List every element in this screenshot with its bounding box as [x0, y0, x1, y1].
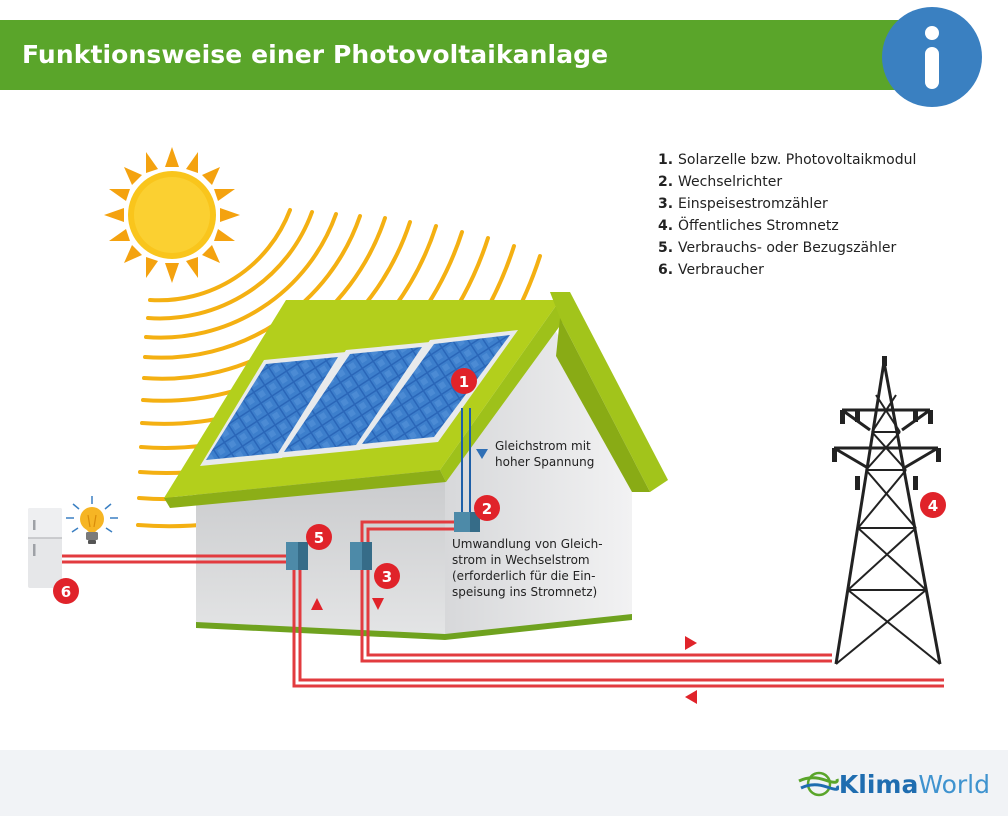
arrow-left-icon: [685, 690, 697, 704]
footer: [0, 750, 1008, 816]
page-title: Funktionsweise einer Photovoltaikanlage: [22, 40, 609, 69]
marker-label: 4: [928, 497, 938, 515]
legend-item: 5.Verbrauchs- oder Bezugszähler: [658, 237, 916, 259]
legend-label: Verbraucher: [678, 262, 764, 278]
legend-number: 2.: [658, 174, 674, 190]
legend-number: 5.: [658, 240, 674, 256]
brand-name-part1: Klima: [838, 769, 919, 799]
legend-label: Wechselrichter: [678, 174, 783, 190]
title-bar: [0, 20, 940, 90]
legend-label: Einspeisestromzähler: [678, 196, 828, 212]
marker-label: 5: [314, 529, 324, 547]
feed-in-meter: [350, 542, 372, 570]
arrow-down-icon: [372, 598, 384, 610]
legend-item: 1.Solarzelle bzw. Photovoltaikmodul: [658, 149, 916, 171]
inverter-box: [454, 512, 480, 532]
marker-label: 3: [382, 568, 392, 586]
marker-label: 1: [459, 373, 469, 391]
marker-label: 6: [61, 583, 71, 601]
globe-wave-icon: [798, 771, 839, 797]
power-pylon-icon: [832, 356, 942, 665]
legend-item: 3.Einspeisestromzähler: [658, 193, 916, 215]
marker-3: [374, 563, 400, 589]
legend-label: Öffentliches Stromnetz: [678, 218, 839, 234]
dc-arrow-icon: [476, 449, 488, 459]
light-bulb-icon: [66, 496, 118, 544]
solar-panel: [200, 352, 346, 466]
legend: 1.Solarzelle bzw. Photovoltaikmodul 2.We…: [658, 149, 916, 281]
legend-item: 4.Öffentliches Stromnetz: [658, 215, 916, 237]
legend-item: 2.Wechselrichter: [658, 171, 916, 193]
brand-name-part2: World: [918, 769, 990, 799]
power-lines: [62, 520, 944, 688]
info-icon: [882, 7, 982, 107]
fridge-icon: [28, 508, 62, 588]
marker-5: [306, 524, 332, 550]
marker-4: [920, 492, 946, 518]
legend-number: 4.: [658, 218, 674, 234]
marker-label: 2: [482, 500, 492, 518]
pv-diagram: 1 2 3 4 5 6: [28, 147, 946, 704]
arrow-up-icon: [311, 598, 323, 610]
marker-2: [474, 495, 500, 521]
legend-item: 6.Verbraucher: [658, 259, 916, 281]
legend-label: Solarzelle bzw. Photovoltaikmodul: [678, 152, 917, 168]
legend-number: 6.: [658, 262, 674, 278]
dc-cable: [461, 408, 471, 514]
sun-icon: [104, 147, 240, 283]
inverter-note: Umwandlung von Gleich- strom in Wechsels…: [452, 537, 603, 599]
solar-panel: [278, 342, 430, 458]
marker-6: [53, 578, 79, 604]
legend-label: Verbrauchs- oder Bezugszähler: [678, 240, 897, 256]
marker-1: [451, 368, 477, 394]
legend-number: 3.: [658, 196, 674, 212]
solar-panel: [356, 330, 518, 450]
solar-panels: [200, 330, 518, 466]
arrow-right-icon: [685, 636, 697, 650]
legend-number: 1.: [658, 152, 674, 168]
consumption-meter: [286, 542, 308, 570]
dc-note: Gleichstrom mit hoher Spannung: [495, 439, 595, 469]
